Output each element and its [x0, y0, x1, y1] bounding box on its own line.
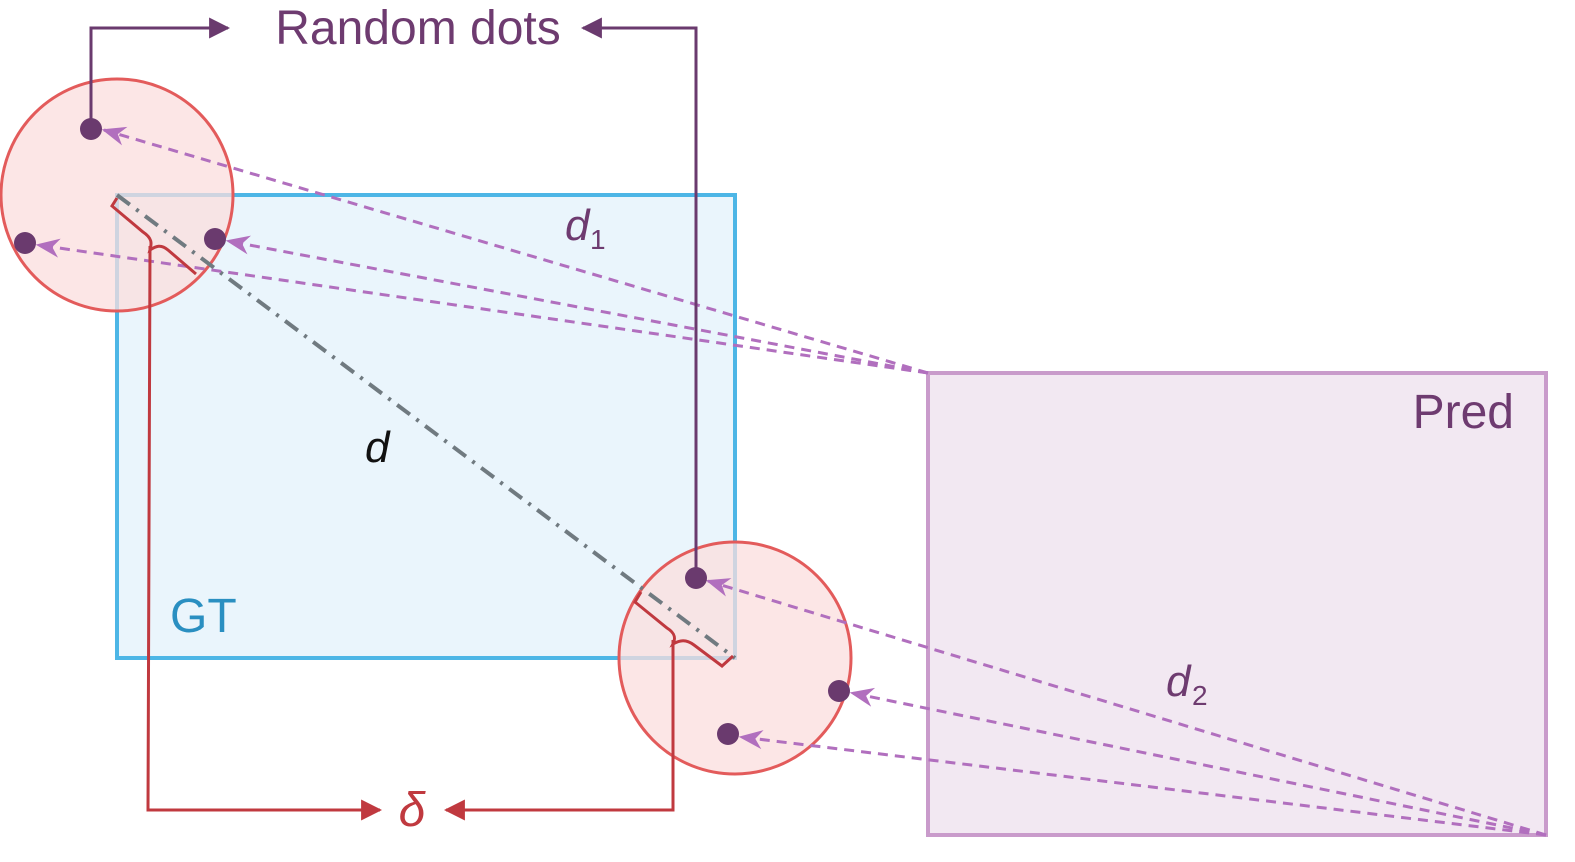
- random-dots-leader-left: [89, 17, 231, 129]
- random-dot: [828, 680, 850, 702]
- gt-label: GT: [170, 590, 237, 643]
- d1-base: d: [565, 201, 591, 250]
- bottom-right-sample-circle: [617, 540, 853, 776]
- delta-label: δ: [399, 784, 427, 837]
- dashed-line-d2-dot-a: [705, 578, 1547, 837]
- random-dots-leader-right: [580, 17, 698, 578]
- gt-diagonal-d: [115, 193, 737, 660]
- delta-leader-right: [443, 640, 675, 821]
- distance-lines-to-pred-bottom-right: [705, 578, 1547, 837]
- d2-base: d: [1166, 657, 1192, 706]
- diagonal-d-label: d: [365, 423, 391, 472]
- random-dots-label: Random dots: [275, 2, 561, 55]
- delta-leader-left: [146, 245, 383, 821]
- random-dot: [717, 723, 739, 745]
- d2-label: d 2: [1166, 657, 1208, 711]
- random-dot: [14, 232, 36, 254]
- d1-label: d 1: [565, 201, 606, 255]
- pred-box: [926, 371, 1548, 837]
- d2-subscript: 2: [1192, 680, 1208, 711]
- dashed-line-d1-dot-a: [101, 126, 929, 375]
- d1-subscript: 1: [590, 224, 606, 255]
- random-dot: [204, 228, 226, 250]
- pred-label: Pred: [1413, 386, 1514, 439]
